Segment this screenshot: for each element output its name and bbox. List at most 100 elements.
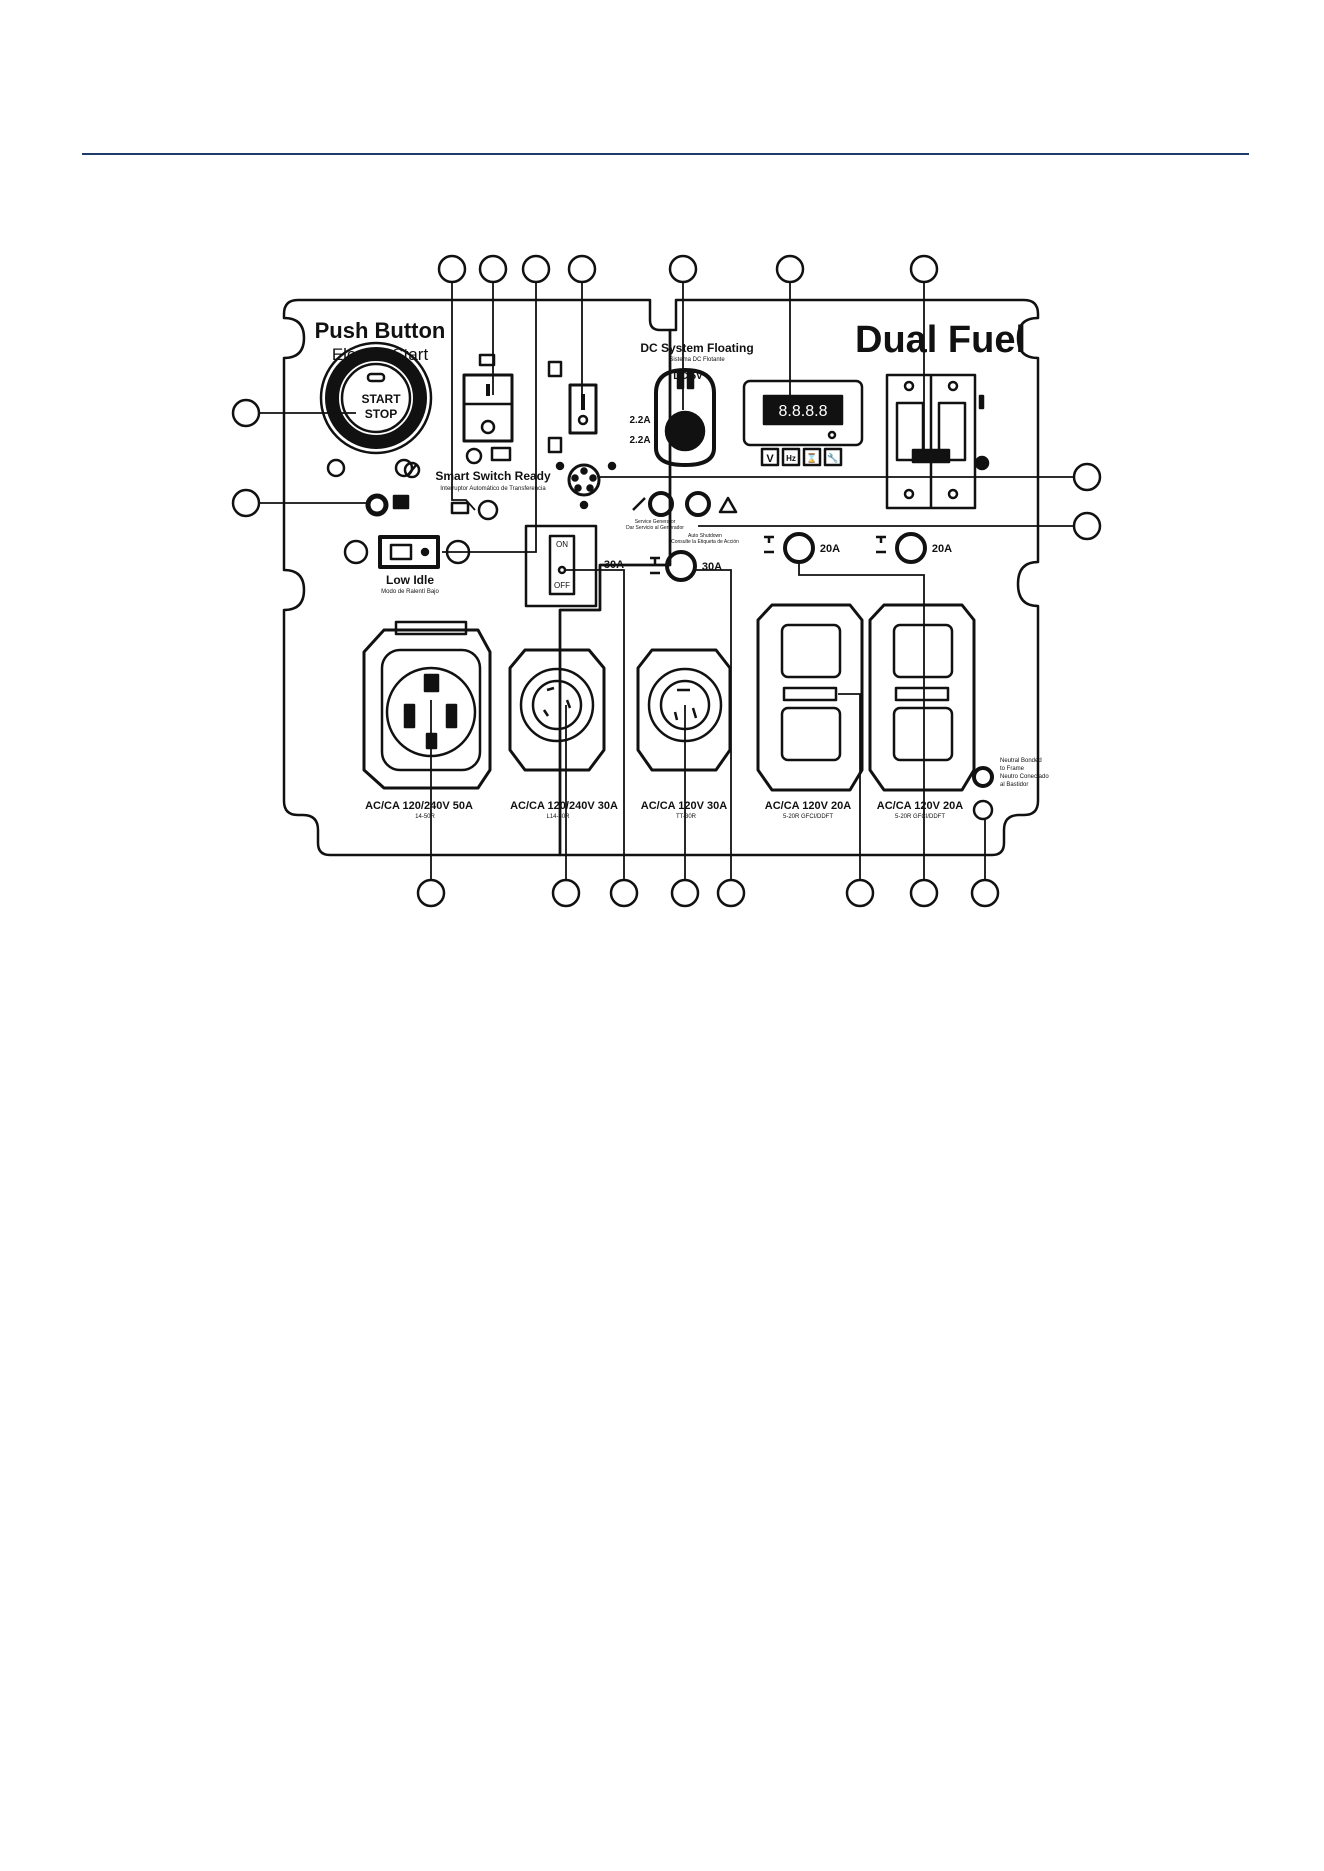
breaker-20a-left-button[interactable] [783,532,815,564]
header-rule [82,153,1249,155]
dc-title: DC System Floating [640,341,753,355]
stop-label: STOP [365,407,397,421]
outlet-50a-housing [362,628,492,790]
main-breaker-handle-left[interactable] [895,401,925,462]
breaker-icon-left [764,535,774,554]
ground-label-1: Neutral Bonded [1000,758,1042,764]
callout-top-2 [478,254,508,284]
outlet-gfci2-sub: 5-20R GFCI/DDFT [895,814,945,820]
ground-symbol-icon [972,799,994,821]
ground-terminal[interactable] [972,766,994,788]
meter-display-digits: 8.8.8.8 [779,403,828,420]
main-on-off-switch[interactable] [548,534,576,596]
meter-display [762,394,844,426]
ground-label-3: Neutro Conectado [1000,774,1049,780]
callout-bottom-7 [909,878,939,908]
outlet-gfci1-sub: 5-20R GFCI/DDFT [783,814,833,820]
outlet-l1430-face[interactable] [519,667,595,743]
shutdown-indicator-light [685,491,711,517]
outlet-tt30-housing [636,648,732,772]
callout-right-1 [1072,462,1102,492]
smart-switch-sublabel: Interruptor Automático de Transferencia [440,486,546,492]
shutdown-label-1: Auto Shutdown [688,533,722,539]
breaker-indicator [974,455,990,471]
fuel-icon [547,360,563,378]
meter-hz-button[interactable] [781,447,801,467]
breaker-20a-left-label: 20A [820,543,840,555]
gfci-outlet-left-housing [756,603,864,792]
gfci-outlet-left-top[interactable] [780,623,842,679]
breaker-30a-label-1: 30A [604,559,624,571]
gfci-outlet-right-top[interactable] [892,623,954,679]
propane-icon [547,436,563,454]
battery-indicator-light [365,493,389,517]
digital-meter [742,379,864,447]
outlet-50a-sub: 14-50R [415,814,435,820]
low-idle-sublabel: Modo de Ralentí Bajo [381,589,439,595]
brand-title: Dual Fuel [855,319,1026,361]
low-idle-switch[interactable] [378,535,440,569]
outlet-tt30-sub: TT-30R [676,814,697,820]
breaker-30a-button[interactable] [665,550,697,582]
service-label-2: Dar Servicio al Generador [626,525,684,531]
fuel-selector-switch[interactable] [568,383,598,435]
meter-maintenance-label: 🔧 [827,452,838,463]
callout-bottom-1 [416,878,446,908]
callout-top-5 [668,254,698,284]
meter-volts-button[interactable] [760,447,780,467]
gfci-outlet-right-bottom[interactable] [892,706,954,762]
callout-bottom-4 [670,878,700,908]
outlet-gfci1-label: AC/CA 120V 20A [765,800,851,812]
breaker-20a-right-button[interactable] [895,532,927,564]
usb-port[interactable] [654,368,716,467]
callout-bottom-8 [970,878,1000,908]
callout-bottom-6 [845,878,875,908]
transfer-switch-icon [465,447,483,465]
ground-label-4: al Bastidor [1000,782,1028,788]
meter-hz-label: Hz [786,454,796,463]
breaker-icon [650,556,660,575]
smart-switch-rocker[interactable] [462,373,514,443]
outlet-l1430-sub: L14-30R [546,814,570,820]
meter-volts-label: V [766,453,774,465]
callout-right-2 [1072,511,1102,541]
key-hand-icon [326,458,346,478]
outlet-gfci2-label: AC/CA 120V 20A [877,800,963,812]
callout-top-7 [909,254,939,284]
service-indicator-light [648,491,674,517]
gfci-outlet-left-bottom[interactable] [780,706,842,762]
switch-on-label: ON [556,540,568,549]
speedometer-low-icon [343,539,369,565]
callout-bottom-3 [609,878,639,908]
outlet-tt30-label: AC/CA 120V 30A [641,800,727,812]
usb-rating-1: 2.2A [629,415,650,426]
gfci-outlet-right-housing [868,603,976,792]
smart-switch-port[interactable] [477,499,499,521]
callout-top-6 [775,254,805,284]
battery-icon [478,353,496,367]
right-panel-outline [558,298,1040,857]
meter-hours-button[interactable] [802,447,822,467]
dc-voltage-label: DC 5V [673,371,703,382]
five-pin-connector[interactable] [567,463,601,497]
smart-switch-label: Smart Switch Ready [435,469,551,483]
main-breaker-handle-right[interactable] [937,401,967,462]
callout-left-1 [231,398,261,428]
meter-maintenance-button[interactable] [823,447,843,467]
callout-bottom-2 [551,878,581,908]
start-stop-button-ring[interactable] [319,341,433,455]
low-idle-label: Low Idle [386,573,434,587]
dc-subtitle: Sistema DC Flotante [669,357,725,363]
outlet-l1430-housing [508,648,606,772]
outlet-l1430-label: AC/CA 120/240V 30A [510,800,618,812]
outlet-50a-label: AC/CA 120/240V 50A [365,800,473,812]
callout-top-4 [567,254,597,284]
callout-top-3 [521,254,551,284]
breaker-icon-right [876,535,886,554]
shutdown-label-2: Consulte la Etiqueta de Acción [671,539,739,545]
panel-labels: Dual Fuel Push Button Electric Start STA… [315,318,1050,820]
service-label-1: Service Generator [635,519,676,525]
callout-left-2 [231,488,261,518]
main-switch-housing [524,524,598,608]
switch-off-label: OFF [554,581,570,590]
